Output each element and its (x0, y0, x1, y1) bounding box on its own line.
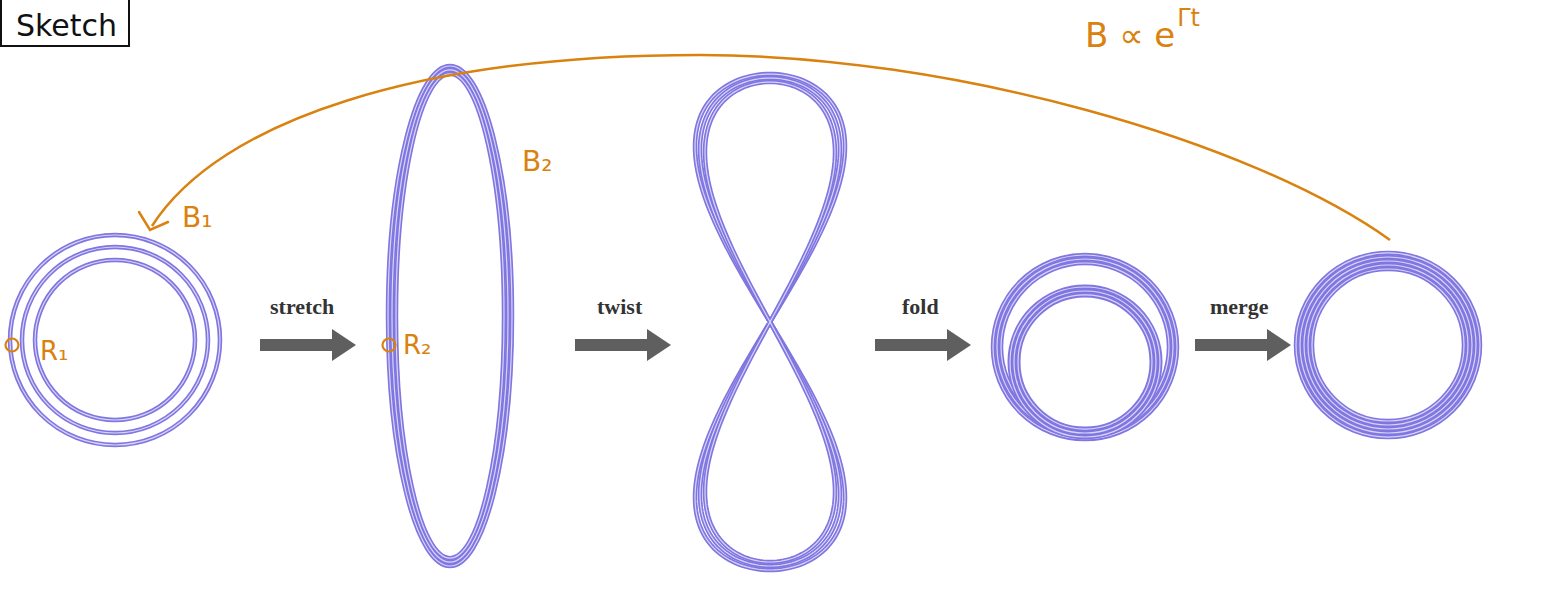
flux-ring (1296, 253, 1480, 437)
step-label: stretch (270, 296, 334, 318)
flux-ring-core (700, 78, 840, 566)
flux-ring-core (1312, 269, 1464, 421)
flux-ring (388, 66, 512, 566)
flux-ring (1014, 291, 1156, 433)
flux-ring-core (705, 82, 835, 562)
step-arrow (875, 329, 971, 361)
point-marker (6, 339, 19, 352)
step-arrow (575, 329, 671, 361)
flux-ring (1312, 269, 1464, 421)
flux-ring (396, 74, 504, 558)
flux-ring (1010, 287, 1160, 437)
flux-ring (1304, 261, 1472, 429)
flux-ring-core (695, 74, 845, 570)
radius-label: R₂ (403, 332, 432, 358)
growth-exponent: Γt (1177, 6, 1200, 30)
feedback-arrowhead (139, 212, 168, 230)
flux-ring-core (1300, 257, 1476, 433)
flux-ring (1300, 257, 1476, 433)
flux-ring-core (993, 255, 1177, 439)
flux-ring-core (388, 66, 512, 566)
heading-text: Sketch (16, 9, 114, 42)
flux-ring-core (1014, 291, 1156, 433)
flux-tubes (10, 66, 1480, 570)
point-marker (383, 339, 396, 352)
field-label: B₂ (522, 148, 552, 176)
flux-ring (22, 247, 208, 433)
step-label: twist (597, 296, 642, 318)
heading-box: Sketch (0, 0, 130, 47)
flux-ring (10, 235, 220, 445)
flux-ring (392, 70, 508, 562)
step-arrow (260, 329, 356, 361)
step-label: fold (902, 296, 939, 318)
flux-ring (1018, 295, 1152, 429)
flux-ring (1308, 265, 1468, 425)
flux-ring (700, 78, 840, 566)
flux-ring-core (1296, 253, 1480, 437)
flux-ring (35, 260, 195, 420)
flux-ring-core (1010, 287, 1160, 437)
flux-ring (695, 74, 845, 570)
flux-ring-core (35, 260, 195, 420)
flux-ring-core (1308, 265, 1468, 425)
field-label: B₁ (182, 204, 212, 232)
feedback-arc (152, 55, 1390, 240)
growth-law: B ∝ e (1085, 18, 1175, 52)
flux-ring-core (22, 247, 208, 433)
radius-label: R₁ (40, 338, 69, 364)
flux-ring (993, 255, 1177, 439)
step-label: merge (1210, 296, 1269, 318)
flux-ring-core (1304, 261, 1472, 429)
flux-ring-core (1018, 295, 1152, 429)
flux-ring (705, 82, 835, 562)
step-arrow (1195, 329, 1291, 361)
flux-ring-core (396, 74, 504, 558)
flux-ring-core (10, 235, 220, 445)
flux-ring-core (392, 70, 508, 562)
